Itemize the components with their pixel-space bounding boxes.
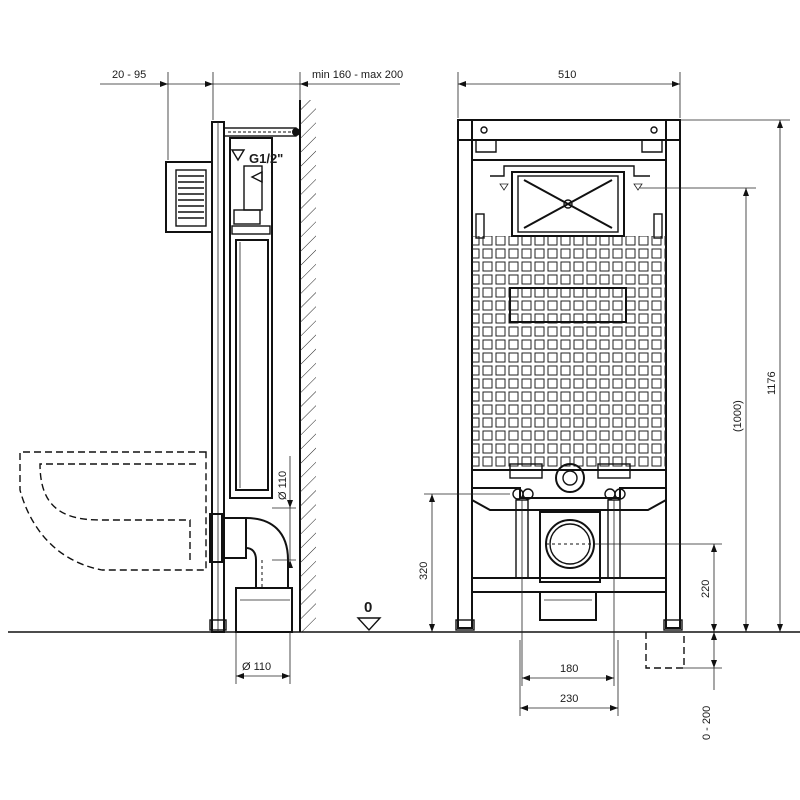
dim-outlet-height: 220: [594, 543, 722, 632]
total-height-label: 1176: [766, 371, 778, 395]
dim-outlet-width: 230: [519, 640, 619, 716]
triangle-marker-icon: [230, 149, 246, 162]
frame-width-label: 510: [558, 69, 576, 81]
flush-connector: [165, 161, 213, 233]
dim-drain-height: 320: [418, 493, 510, 632]
leg-adjust-label: 0 - 200: [701, 706, 713, 740]
toilet-bowl-outline: [19, 451, 207, 571]
wall-distance-label: min 160 - max 200: [312, 69, 403, 81]
offset-range-label: 20 - 95: [112, 69, 146, 81]
dim-frame-width: 510: [457, 69, 681, 118]
installation-frame-side: [209, 121, 300, 633]
front-view: 510 1176 (1000) 320 220: [418, 69, 790, 740]
cistern-side: [229, 137, 273, 499]
reference-height-label: (1000): [732, 400, 744, 432]
dim-pipe-bottom: Ø 110: [235, 632, 291, 684]
flush-opening: [490, 165, 650, 237]
pipe-diameter-vertical-label: Ø 110: [277, 471, 289, 500]
bolt-spacing-label: 180: [560, 663, 578, 675]
connector-ribs: [178, 175, 204, 219]
toilet-bowl-inner: [39, 463, 196, 560]
floor-level-marker: 0: [356, 599, 382, 632]
drain-pipe-elbow: [209, 513, 293, 633]
dim-leg-adjust: 0 - 200: [676, 632, 722, 740]
cistern-front: [471, 159, 667, 471]
dim-pipe-vertical: Ø 110: [272, 456, 296, 568]
wall: [299, 100, 316, 632]
dim-offset: 20 - 95: [100, 69, 214, 160]
dim-total-height: 1176: [680, 119, 790, 632]
drain-outlet-front: [539, 511, 601, 621]
arrow-left-icon: [250, 170, 263, 184]
side-view: G1/2": [19, 69, 403, 684]
outlet-height-label: 220: [700, 580, 712, 598]
adjustable-leg: [645, 632, 685, 669]
level-triangle-icon: [356, 617, 382, 632]
water-inlet-label: G1/2": [249, 151, 283, 166]
drain-height-label: 320: [418, 562, 430, 580]
outlet-width-label: 230: [560, 693, 578, 705]
dim-wall-distance: min 160 - max 200: [213, 69, 403, 100]
dim-bolt-spacing: 180: [521, 500, 615, 686]
pipe-diameter-bottom-label: Ø 110: [242, 661, 271, 673]
dim-reference-height: (1000): [640, 187, 756, 632]
floor-level-label: 0: [364, 599, 372, 616]
